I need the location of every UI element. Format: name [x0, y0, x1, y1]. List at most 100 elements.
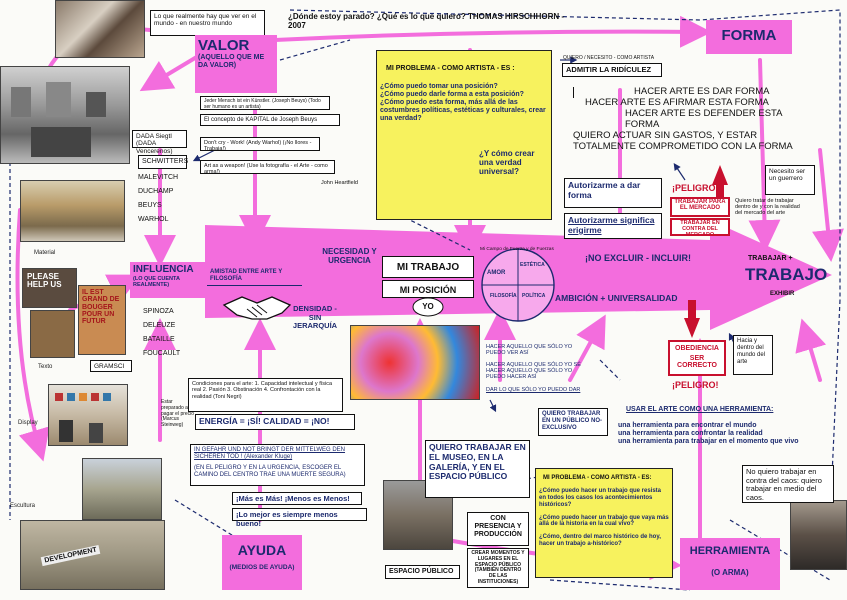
con-box: CON PRESENCIA Y PRODUCCIÓN: [467, 512, 529, 546]
photo-banner: IL EST GRAND DE BOUGER POUR UN FUTUR: [78, 285, 126, 355]
influences-left-list: SCHWITTERS MALEVITCH DUCHAMP BEUYS WARHO…: [135, 153, 190, 233]
yo-circle: [412, 297, 444, 317]
car-line-1: HACER AQUELLO QUE SÓLO YO PUEDO VER ASÍ: [486, 344, 573, 357]
problem-line-1: ¿Cómo puedo tomar una posición?: [380, 83, 498, 91]
herramienta-subtitle: (O ARMA): [711, 567, 749, 577]
valor-note-1: Jeder Mensch ist ein Künstler. (Joseph B…: [200, 96, 330, 110]
node-ayuda: AYUDA (MEDIOS DE AYUDA): [222, 535, 302, 590]
influence-bataille: BATAILLE: [143, 336, 175, 344]
problem-box: MI PROBLEMA - COMO ARTISTA - ES : ¿Cómo …: [376, 50, 552, 220]
node-forma: FORMA: [706, 20, 792, 54]
node-influencia: INFLUENCIA (LO QUE CUENTA REALMENTE): [130, 262, 205, 298]
quiero-tratar: Quiero tratar de trabajar dentro de y co…: [735, 198, 800, 216]
photo-sculpture: DEVELOPMENT: [20, 520, 165, 590]
circle-word-estetica: ESTÉTICA: [520, 262, 545, 268]
dada-box: DADA Siegtl (DADA Vencerenos): [132, 130, 187, 155]
problem-truth: ¿Y cómo crear una verdad universal?: [479, 149, 535, 177]
no-excluir-label: ¡NO EXCLUIR - INCLUIR!: [585, 253, 691, 263]
yo-label: YO: [422, 302, 434, 311]
car-box: HACER AQUELLO QUE SÓLO YO PUEDO VER ASÍ …: [483, 342, 595, 398]
node-trabajo: TRABAJO: [745, 265, 828, 284]
label-material: Material: [34, 250, 56, 256]
development-text: DEVELOPMENT: [40, 544, 101, 567]
mi-posicion: MI POSICIÓN: [382, 280, 474, 298]
influence-schwitters: SCHWITTERS: [138, 155, 188, 170]
hacia-box: Hacia y dentro del mundo del arte: [733, 335, 773, 375]
problem2-line-1: ¿Cómo puedo hacer un trabajo que resista…: [539, 487, 662, 508]
please-help-text: PLEASE HELP US: [27, 272, 62, 289]
trabajar-plus: TRABAJAR +: [748, 255, 793, 262]
photo-decorated-car: [350, 325, 480, 400]
necesidad-label: NECESIDAD Y URGENCIA: [322, 247, 377, 266]
herramienta-line-3: una herramienta para trabajar en el mome…: [618, 438, 799, 446]
quiero-label: QUIERO / NECESITO - COMO ARTISTA: [563, 55, 655, 61]
problem2-line-3: ¿Cómo, dentro del marco histórico de hoy…: [539, 534, 661, 548]
preparado-note: Estar preparado a pagar el precio (Marcu…: [161, 399, 195, 428]
trabajar-contra: TRABAJAR EN CONTRA DEL MERCADO: [670, 218, 730, 238]
influence-warhol: WARHOL: [138, 216, 169, 224]
mi-trabajo: MI TRABAJO: [382, 256, 474, 278]
circle-word-politica: POLÍTICA: [522, 293, 546, 299]
photo-pants: [30, 310, 75, 358]
il-est-text: IL EST GRAND DE BOUGER POUR UN FUTUR: [82, 289, 120, 326]
trabajar-mercado: TRABAJAR PARA EL MERCADO: [670, 197, 730, 217]
condiciones-box: Condiciones para el arte: 1. Capacidad i…: [188, 378, 343, 412]
circle-word-filosofia: FILOSOFÍA: [490, 293, 517, 299]
forma-line-3: HACER ARTE ES DEFENDER ESTA FORMA: [625, 107, 782, 130]
photo-car: [20, 180, 125, 242]
problem2-line-2: ¿Cómo puedo hacer un trabajo que vaya má…: [539, 514, 669, 528]
circle-word-amor: AMOR: [487, 270, 506, 276]
valor-note-5: John Heartfield: [321, 180, 358, 186]
photo-people: [82, 458, 162, 520]
car-line-3: DAR LO QUE SÓLO YO PUEDO DAR: [486, 386, 581, 393]
museo-box: QUIERO TRABAJAR EN EL MUSEO, EN LA GALER…: [425, 440, 530, 498]
influence-beuys: BEUYS: [138, 202, 162, 210]
gefahr-text: IN GEFAHR UND NOT BRINGT DER MITTELWEG D…: [194, 447, 346, 460]
influencia-subtitle: (LO QUE CUENTA REALMENTE): [133, 275, 180, 288]
gefahr-box: IN GEFAHR UND NOT BRINGT DER MITTELWEG D…: [190, 444, 365, 486]
densidad-label: DENSIDAD - SIN JERARQUÍA: [292, 304, 338, 331]
influence-malevitch: MALEVITCH: [138, 174, 179, 182]
herramienta-line-1: una herramienta para encontrar el mundo: [618, 422, 757, 430]
amistad-label: AMISTAD ENTRE ARTE Y FILOSOFÍA: [207, 267, 302, 286]
autorizarme-1: Autorizarme a dar forma: [564, 178, 662, 208]
admitir-box: ADMITIR LA RIDÍCULEZ: [562, 63, 662, 77]
label-display: Display: [18, 420, 38, 426]
valor-subtitle: (AQUELLO QUE ME DA VALOR): [198, 54, 265, 70]
energia-box: ENERGÍA = ¡SÍ! CALIDAD = ¡NO!: [195, 414, 355, 430]
mas-box: ¡Más es Más! ¡Menos es Menos!: [232, 492, 362, 505]
photo-gallery: [0, 66, 130, 164]
ser-correcto-text: SER CORRECTO: [677, 355, 717, 369]
herramienta-line-2: una herramienta para confrontar la reali…: [618, 430, 763, 438]
necesito-box: Necesito ser un guerrero: [765, 165, 815, 195]
photo-animal: [55, 0, 145, 58]
forma-line-2: HACER ARTE ES AFIRMAR ESTA FORMA: [585, 96, 769, 108]
problem-line-2: ¿Cómo puedo darle forma a esta posición?: [380, 91, 524, 99]
crear-box: CREAR MOMENTOS Y LUGARES EN EL ESPACIO P…: [467, 548, 529, 588]
trabajo-exhibir: EXHIBIR: [770, 291, 795, 297]
problem2-heading: MI PROBLEMA - COMO ARTISTA - ES:: [543, 475, 652, 481]
peligro-top: ¡PELIGRO!: [672, 183, 719, 193]
valor-note-3: Don't cry - Work! (Andy Warhol) (¡No llo…: [200, 137, 320, 152]
valor-title: VALOR: [198, 37, 250, 54]
photo-display: [48, 384, 128, 446]
photo-man: [790, 500, 847, 570]
influences-bottom-list: SPINOZA DELEUZE BATAILLE FOUCAULT: [140, 306, 195, 366]
quiero-trabajar-box: QUIERO TRABAJAR EN UN PÚBLICO NO-EXCLUSI…: [538, 408, 608, 436]
page-title: ¿Dónde estoy parado? ¿Qué es lo que quie…: [288, 12, 565, 31]
influence-foucault: FOUCAULT: [143, 350, 181, 358]
forma-title: FORMA: [721, 27, 777, 44]
valor-note-2: El concepto de KAPITAL de Joseph Beuys: [200, 114, 340, 126]
mejor-box: ¡Lo mejor es siempre menos bueno!: [232, 508, 367, 527]
forma-line-4: QUIERO ACTUAR SIN GASTOS, Y ESTAR TOTALM…: [573, 129, 793, 152]
usar-title: USAR EL ARTE COMO UNA HERRAMIENTA:: [626, 406, 774, 413]
espacio-box: ESPACIO PÚBLICO: [385, 565, 460, 579]
handshake-icon: [222, 285, 292, 327]
label-texto: Texto: [38, 364, 53, 370]
problem-box-2: MI PROBLEMA - COMO ARTISTA - ES: ¿Cómo p…: [535, 468, 673, 578]
peligro-text: (EN EL PELIGRO Y EN LA URGENCIA, ESCOGER…: [194, 464, 346, 478]
ayuda-title: AYUDA: [237, 542, 287, 558]
forma-line-1: HACER ARTE ES DAR FORMA: [573, 86, 812, 98]
influence-gramsci: GRAMSCI: [90, 360, 132, 372]
